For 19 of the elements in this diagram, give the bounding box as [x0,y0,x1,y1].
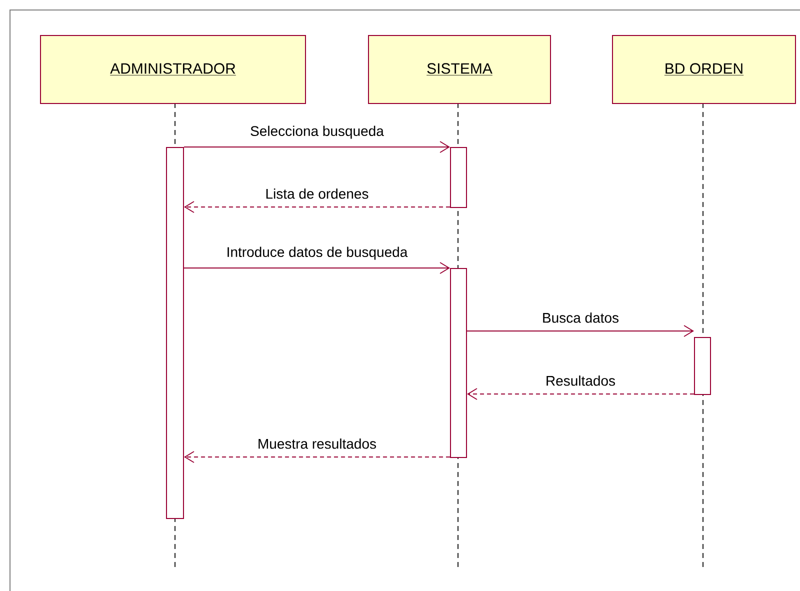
lifeline-head-box: SISTEMA [368,35,551,104]
message-arrow [184,451,450,463]
message-arrow [184,262,450,274]
message-arrow [184,141,450,153]
message-label: Selecciona busqueda [250,126,384,139]
activation-bar [694,337,711,395]
message-label: Muestra resultados [258,438,376,449]
activation-bar [450,268,467,458]
message-label: Lista de ordenes [266,188,368,199]
activation-bar [450,147,467,208]
lifeline-head-box: ADMINISTRADOR [40,35,306,104]
message-arrow [466,325,694,337]
lifeline-head-box: BD ORDEN [612,35,796,104]
message-arrow [184,201,450,213]
message-label: Busca datos [543,312,618,323]
message-label: Resultados [546,376,615,386]
activation-bar [166,147,184,519]
message-arrow [467,388,694,400]
message-label: Introduce datos de busqueda [228,246,408,260]
